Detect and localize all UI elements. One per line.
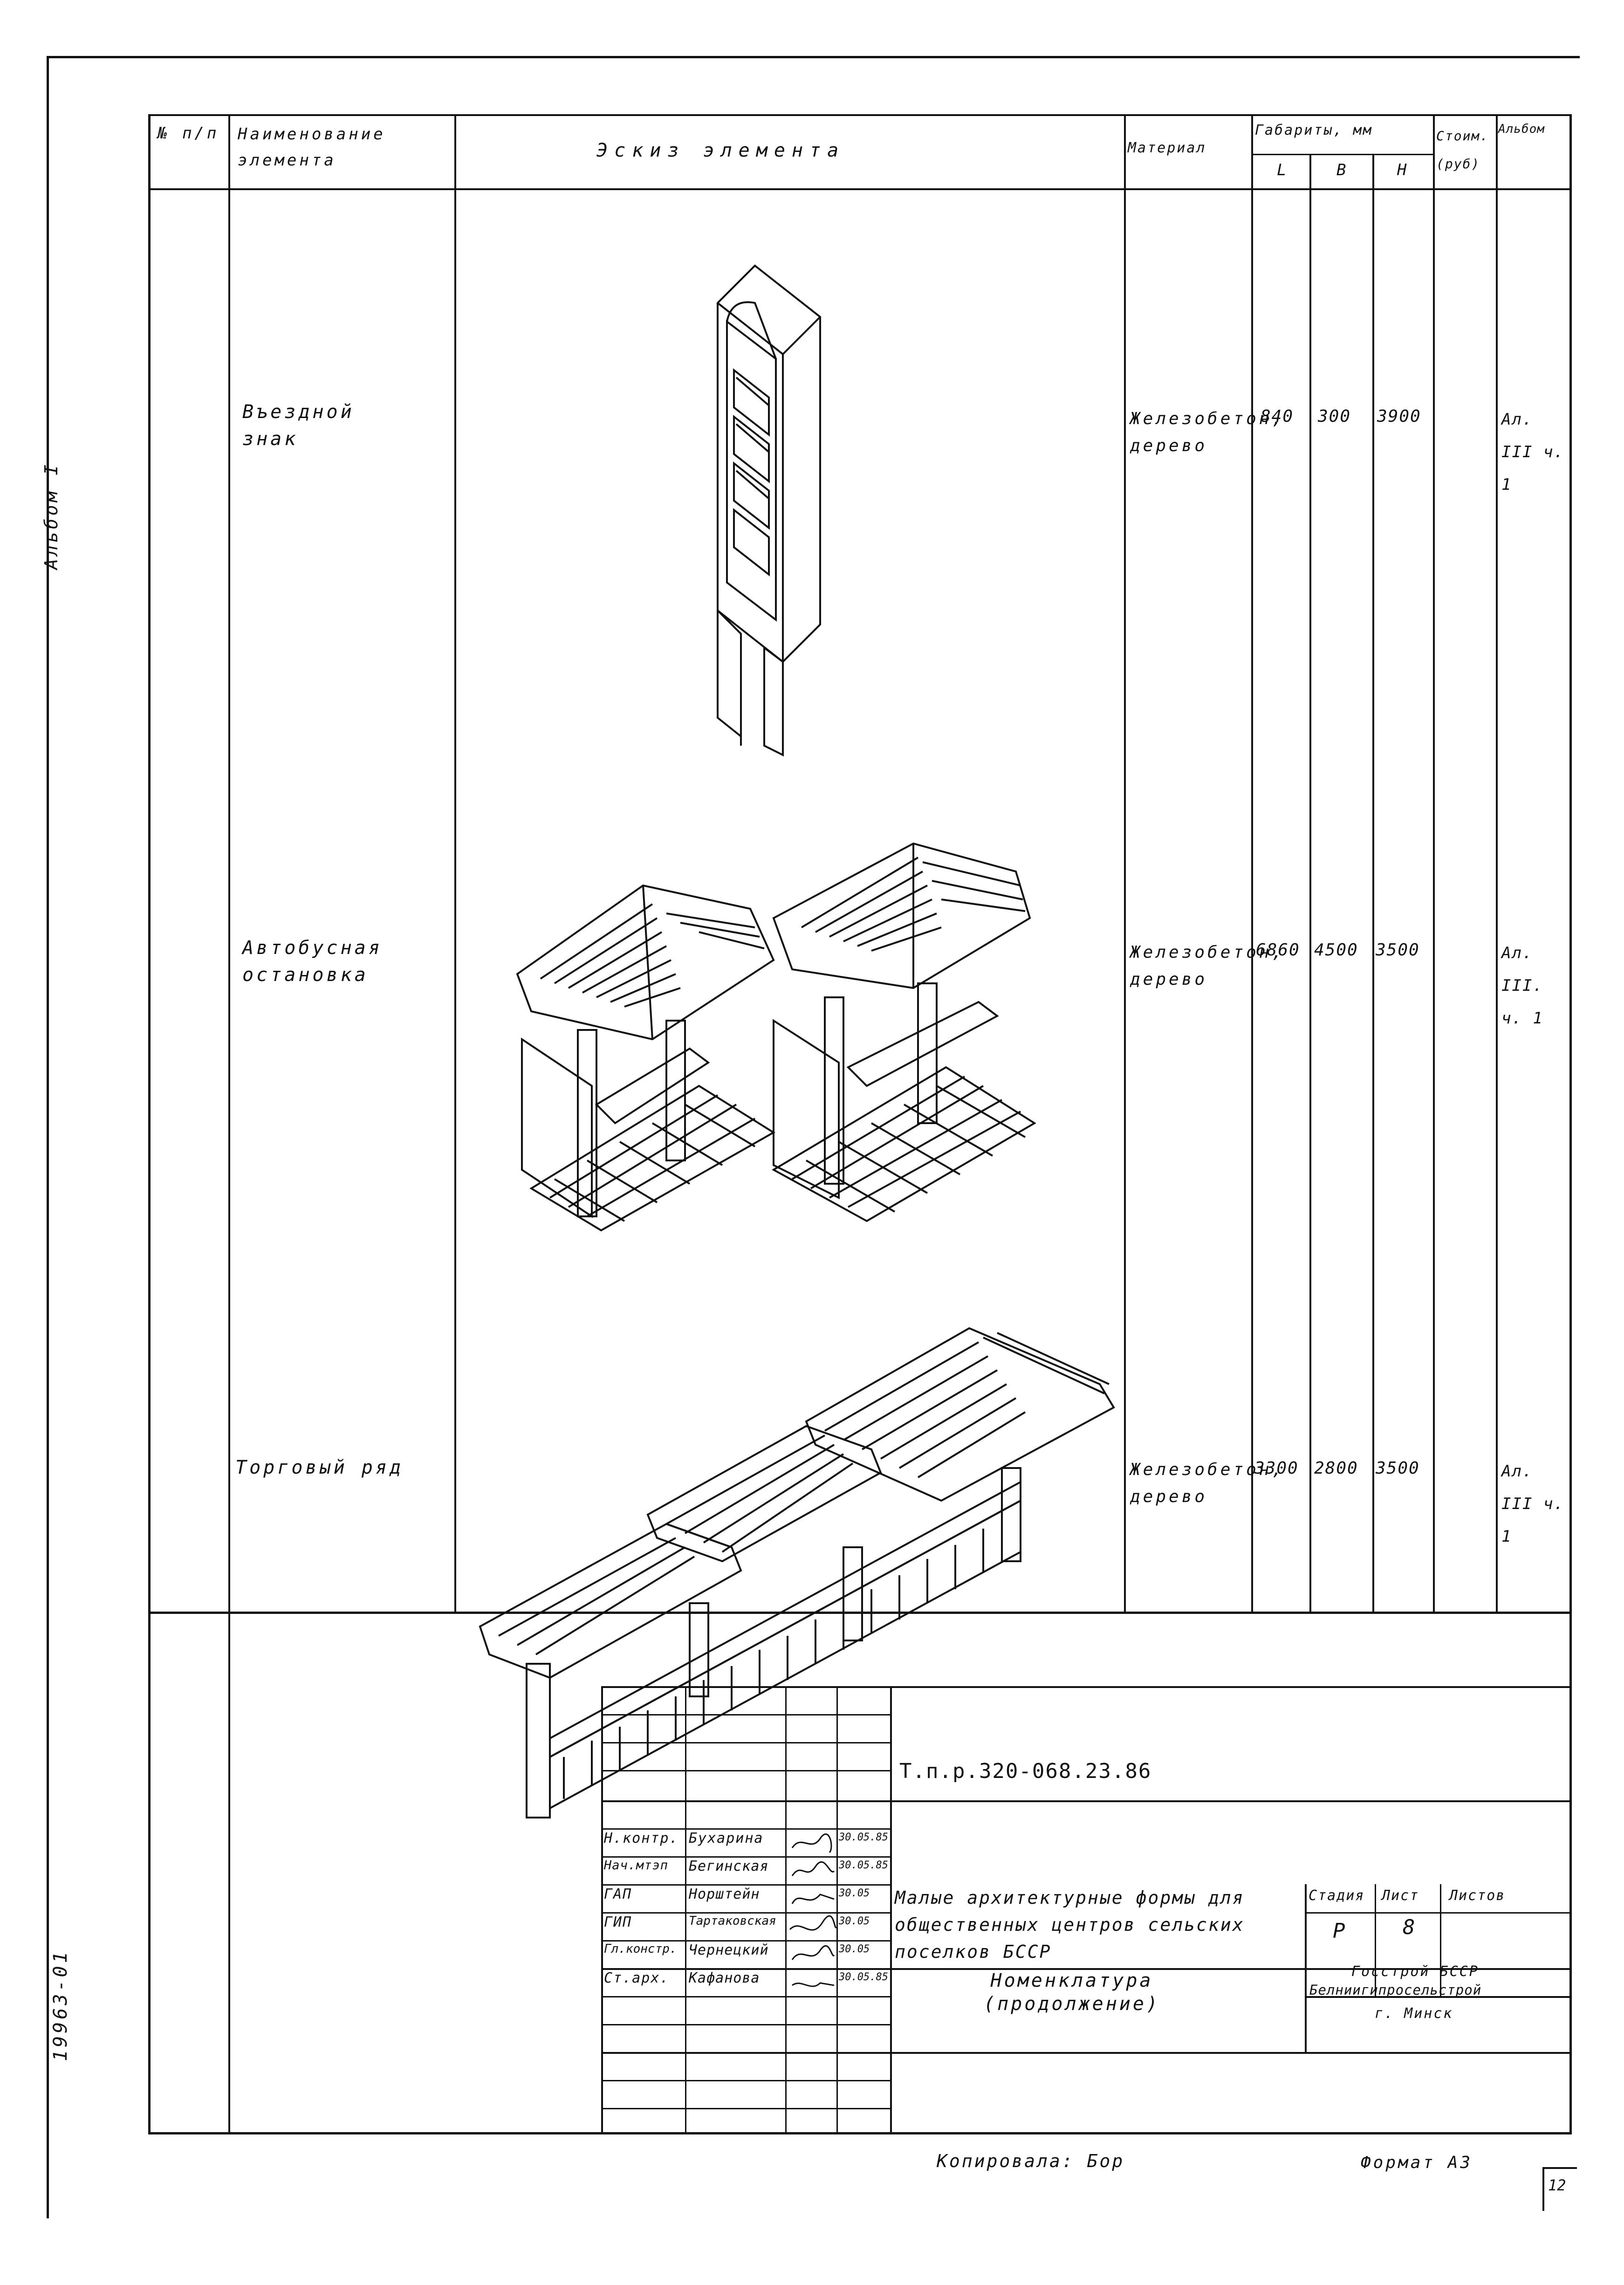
stage-value: Р [1333,1919,1348,1943]
col-div-1b [228,1612,230,2134]
row2-album: Ал. III. ч. 1 [1501,944,1543,1028]
page-mark: 12 [1548,2176,1566,2194]
staff-date-6: 30.05.85 [839,1971,888,1983]
org-line-2: Белниигипросельстрой [1309,1982,1482,1998]
row3-l: 3300 [1254,1459,1299,1478]
staff-name-5: Чернецкий [689,1942,769,1958]
staff-name-3: Норштейн [689,1886,760,1902]
col-div-5 [1309,154,1311,1613]
header-bottom [148,188,1572,190]
staff-name-1: Бухарина [689,1830,764,1846]
staff-role-5: Гл.констр. [604,1942,677,1956]
entrance-sign-sketch [690,261,848,750]
row2-b: 4500 [1314,940,1358,960]
row1-h: 3900 [1377,407,1421,426]
header-album: Альбом [1498,122,1545,136]
row3-h: 3500 [1376,1459,1420,1478]
col-div-7 [1433,114,1435,1613]
header-name: Наименование элемента [238,125,386,170]
project-title: Малые архитектурные формы для общественн… [895,1887,1245,1962]
col-div-8 [1496,114,1498,1613]
sheet-value: 8 [1403,1915,1418,1939]
album-side-label: Альбом I [41,461,62,570]
sheet-label: Лист [1382,1887,1419,1904]
title-block [601,1686,1572,2132]
staff-date-4: 30.05 [839,1915,870,1927]
header-dim-b: B [1336,161,1349,179]
row1-album: Ал. III ч. 1 [1501,410,1564,494]
header-sketch: Эскиз элемента [596,140,845,161]
table-right [1569,114,1572,2134]
row1-material: Железобетон, дерево [1130,409,1285,455]
code-side-label: 19963-01 [50,1949,71,2061]
staff-date-3: 30.05 [839,1887,870,1899]
header-dims: Габариты, мм [1255,122,1373,138]
col-div-1 [228,114,230,1613]
col-div-2 [454,114,456,1613]
copied-by: Копировала: Бор [937,2151,1125,2171]
staff-role-1: Н.контр. [604,1830,679,1846]
header-dim-h: H [1397,161,1410,179]
row3-material: Железобетон, дерево [1130,1460,1285,1506]
staff-name-4: Тартаковская [689,1914,776,1928]
header-cost: Стоим. (руб) [1436,128,1489,172]
staff-date-1: 30.05.85 [839,1832,888,1843]
staff-date-5: 30.05 [839,1943,870,1955]
block-bottom [148,2132,1572,2134]
row2-l: 6860 [1256,940,1300,960]
sheet-title: Номенклатура (продолжение) [983,1970,1160,2015]
table-bottom [148,1612,1572,1614]
header-material: Материал [1128,140,1206,156]
header-dim-l: L [1277,161,1289,179]
row2-h: 3500 [1376,940,1420,960]
col-div-4 [1251,114,1253,1613]
row3-name: Торговый ряд [235,1457,404,1478]
table-top [148,114,1572,116]
table-left [148,114,151,2134]
row2-material: Железобетон, дерево [1130,943,1285,989]
staff-name-6: Кафанова [689,1970,760,1986]
org-line-3: г. Минск [1375,2005,1453,2022]
row1-b: 300 [1318,407,1351,426]
row3-b: 2800 [1314,1459,1358,1478]
dims-subline [1251,154,1433,155]
row1-name: Въездной знак [242,401,355,450]
staff-role-4: ГИП [604,1914,632,1930]
sheets-label: Листов [1449,1887,1506,1904]
row3-album: Ал. III ч. 1 [1501,1462,1564,1546]
staff-date-2: 30.05.85 [839,1860,888,1871]
header-num: № п/п [158,124,219,143]
staff-role-6: Ст.арх. [604,1970,670,1986]
row2-name: Автобусная остановка [242,937,383,986]
format-label: Формат А3 [1361,2153,1473,2172]
frame-top [47,56,1580,58]
staff-name-2: Бегинская [689,1858,769,1874]
row1-l: 840 [1261,407,1294,426]
page-mark-box [1542,2167,1577,2211]
trade-row-sketch [471,1328,1114,1822]
org-line-1: Госстрой БССР [1351,1963,1479,1980]
col-div-6 [1372,154,1374,1613]
staff-role-2: Нач.мтэп [604,1858,669,1873]
bus-stop-sketch [513,844,1072,1226]
stage-label: Стадия [1309,1887,1365,1904]
col-div-3 [1124,114,1126,1613]
doc-code: Т.п.р.320-068.23.86 [899,1759,1152,1783]
frame-left [47,56,49,2218]
staff-role-3: ГАП [604,1886,632,1902]
signatures [788,1829,839,1997]
